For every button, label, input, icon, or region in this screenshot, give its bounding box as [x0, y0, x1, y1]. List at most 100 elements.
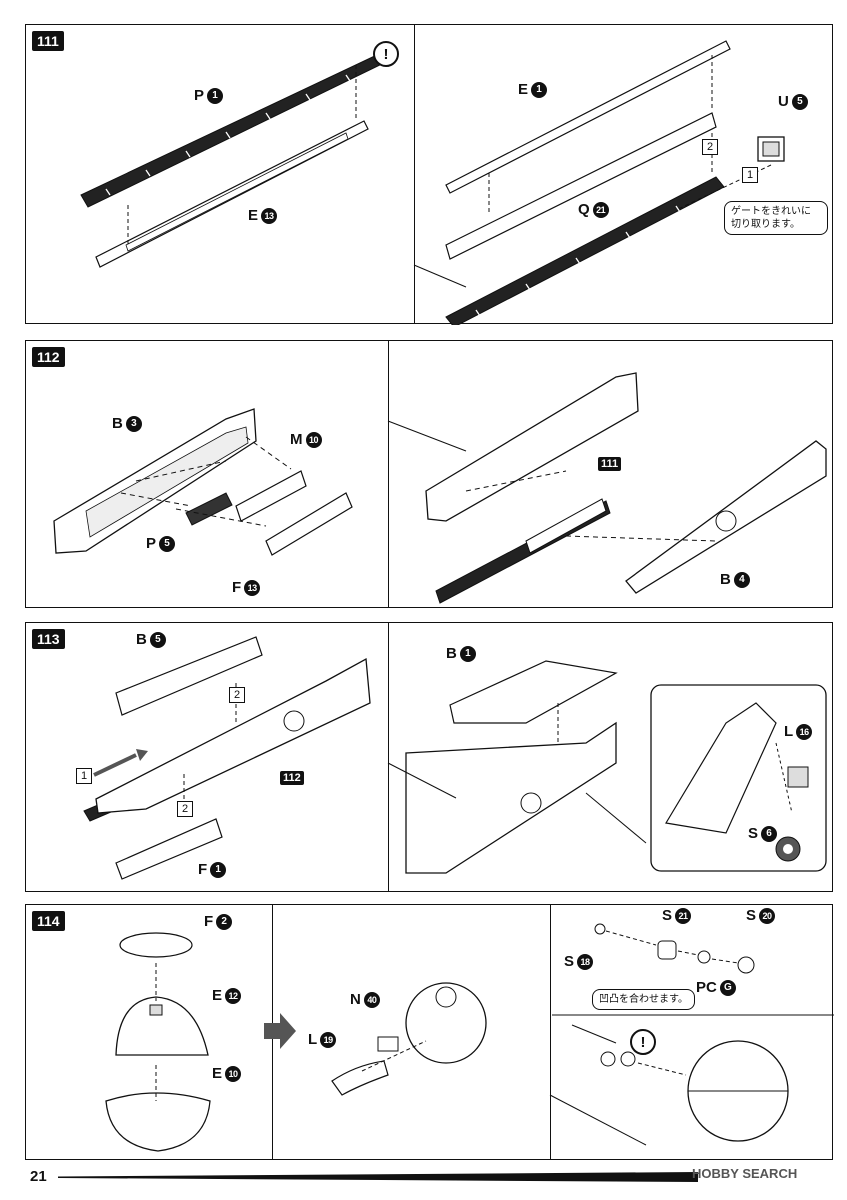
- part-letter: S: [564, 953, 575, 970]
- step-114-illustration: [105, 923, 834, 1152]
- panel-divider: [388, 341, 389, 607]
- step-113-illustration: [83, 636, 827, 880]
- part-label-b1: B 1: [446, 645, 476, 662]
- sequence-marker: 2: [177, 801, 193, 817]
- sequence-marker: 2: [229, 687, 245, 703]
- part-label-l16: L 16: [784, 723, 813, 740]
- part-letter: S: [746, 907, 757, 924]
- warning-icon: !: [373, 41, 399, 67]
- step-114-panel: 114: [25, 904, 834, 1160]
- part-label-b4: B 4: [720, 571, 750, 588]
- part-number: 10: [305, 431, 322, 448]
- part-label-p1: P 1: [194, 87, 224, 104]
- part-letter: P: [194, 87, 205, 104]
- part-number: 16: [796, 723, 813, 740]
- step-113-panel: 113 B 5 2 1: [25, 622, 833, 892]
- callout-note: 凹凸を合わせます。: [592, 989, 695, 1010]
- step-reference-tag: 111: [598, 457, 622, 471]
- part-number: 13: [261, 207, 278, 224]
- warning-icon: !: [630, 1029, 656, 1055]
- part-label-s6: S 6: [748, 825, 778, 842]
- part-number: G: [719, 979, 736, 996]
- part-number: 21: [592, 201, 609, 218]
- panel-divider: [414, 25, 415, 323]
- part-label-e13: E 13: [248, 207, 278, 224]
- part-letter: B: [112, 415, 123, 432]
- part-number: 6: [761, 825, 778, 842]
- part-letter: F: [204, 913, 214, 930]
- callout-note: ゲートをきれいに 切り取ります。: [724, 201, 828, 235]
- step-111-illustration: [80, 40, 785, 325]
- footer-rule: [58, 1172, 698, 1182]
- part-letter: P: [146, 535, 157, 552]
- step-number: 113: [32, 629, 65, 649]
- part-label-b5: B 5: [136, 631, 166, 648]
- part-number: 12: [225, 987, 242, 1004]
- part-label-f13: F 13: [232, 579, 261, 596]
- page-number: 21: [30, 1168, 47, 1185]
- sequence-marker: 2: [702, 139, 718, 155]
- part-number: 1: [531, 81, 548, 98]
- part-letter: B: [136, 631, 147, 648]
- part-letter: E: [248, 207, 259, 224]
- part-letter: L: [308, 1031, 318, 1048]
- part-number: 1: [210, 861, 227, 878]
- part-letter: B: [446, 645, 457, 662]
- step-number: 112: [32, 347, 65, 367]
- part-number: 4: [733, 571, 750, 588]
- part-letter: E: [212, 1065, 223, 1082]
- part-label-s18: S 18: [564, 953, 594, 970]
- part-letter: F: [232, 579, 242, 596]
- part-label-pcg: PC G: [696, 979, 736, 996]
- panel-divider: [388, 623, 389, 891]
- part-letter: B: [720, 571, 731, 588]
- part-label-e1: E 1: [518, 81, 548, 98]
- part-label-b3: B 3: [112, 415, 142, 432]
- part-letter: U: [778, 93, 789, 110]
- sequence-marker: 1: [76, 768, 92, 784]
- part-label-n40: N 40: [350, 991, 380, 1008]
- part-letter: S: [748, 825, 759, 842]
- sequence-marker: 1: [742, 167, 758, 183]
- part-letter: S: [662, 907, 673, 924]
- part-number: 40: [363, 991, 380, 1008]
- part-number: 13: [244, 579, 261, 596]
- part-letter: M: [290, 431, 303, 448]
- part-number: 5: [149, 631, 166, 648]
- panel-divider: [550, 905, 551, 1159]
- step-111-panel: 1 1 1 ! P: [25, 24, 833, 325]
- part-number: 20: [759, 907, 776, 924]
- part-label-e12: E 12: [212, 987, 242, 1004]
- part-number: 19: [320, 1031, 337, 1048]
- step-112-panel: 112 B 3 M 10 P: [25, 340, 833, 608]
- part-letter: Q: [578, 201, 590, 218]
- part-letter: F: [198, 861, 208, 878]
- part-number: 5: [791, 93, 808, 110]
- part-number: 5: [159, 535, 176, 552]
- part-number: 1: [459, 645, 476, 662]
- part-label-f2: F 2: [204, 913, 233, 930]
- part-number: 10: [225, 1065, 242, 1082]
- part-number: 2: [216, 913, 233, 930]
- step-reference-tag: 112: [280, 771, 304, 785]
- part-label-e10: E 10: [212, 1065, 242, 1082]
- part-number: 1: [207, 87, 224, 104]
- part-label-u5: U 5: [778, 93, 808, 110]
- part-label-s21: S 21: [662, 907, 692, 924]
- part-letter: E: [518, 81, 529, 98]
- part-label-m10: M 10: [290, 431, 322, 448]
- part-label-p5: P 5: [146, 535, 176, 552]
- watermark-logo: HOBBY SEARCH: [692, 1166, 798, 1181]
- step-112-illustration: [53, 372, 827, 604]
- part-letter: PC: [696, 979, 717, 996]
- part-number: 3: [125, 415, 142, 432]
- part-label-l19: L 19: [308, 1031, 337, 1048]
- part-letter: L: [784, 723, 794, 740]
- part-number: 18: [577, 953, 594, 970]
- part-number: 21: [675, 907, 692, 924]
- part-label-q21: Q 21: [578, 201, 609, 218]
- part-letter: N: [350, 991, 361, 1008]
- step-number: 114: [32, 911, 65, 931]
- part-label-f1: F 1: [198, 861, 227, 878]
- part-letter: E: [212, 987, 223, 1004]
